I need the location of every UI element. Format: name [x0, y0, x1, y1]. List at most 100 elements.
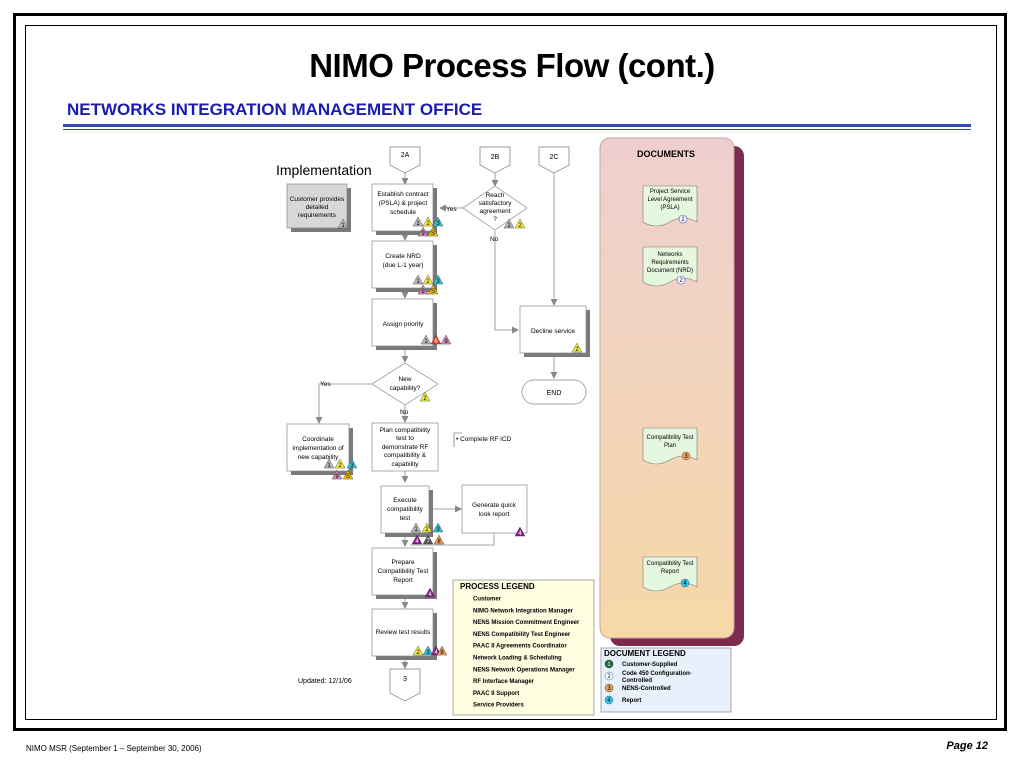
role-badge-number-7: 7 [426, 539, 430, 545]
new-capability-line2: capability? [390, 385, 421, 392]
label-yes-capability: Yes [320, 381, 331, 388]
complete-rf-icd-text: • Complete RF ICD [456, 436, 512, 443]
terminal-end: END [521, 379, 587, 405]
role-badge-7 [422, 534, 434, 545]
role-badge-3 [432, 522, 444, 533]
role-badge-number-4: 4 [434, 650, 438, 656]
role-badge-2 [421, 522, 433, 533]
doc-legend-label-3: NENS-Controlled [622, 686, 671, 692]
generate-line1: Generate quick [472, 502, 517, 509]
role-badge-2 [422, 274, 434, 285]
role-badge-2 [571, 342, 583, 353]
doc-legend-label-1: Customer-Supplied [622, 662, 678, 668]
role-badge-4 [424, 587, 436, 598]
step-review-results: Review test results [371, 608, 437, 660]
role-badge-1 [337, 218, 349, 229]
review-label: Review test results [376, 629, 431, 636]
role-badge-1 [323, 458, 335, 469]
role-badge-number-1: 1 [424, 339, 428, 345]
role-badge-number-3: 3 [436, 221, 440, 227]
process-legend-item-label: Network Loading & Scheduling [473, 656, 562, 662]
role-badge-number-9: 9 [444, 339, 448, 345]
connector-2b-label: 2B [491, 154, 500, 161]
role-badge-number-1: 1 [416, 279, 420, 285]
role-badge-number-9: 9 [421, 289, 425, 295]
role-badge-number-3: 3 [350, 463, 354, 469]
generate-line2: look report [479, 511, 510, 518]
role-badge-1 [503, 218, 515, 229]
process-legend-item-label: NENS Network Operations Manager [473, 667, 575, 673]
role-badge-8 [433, 534, 445, 545]
connector-2c: 2C [538, 146, 570, 174]
role-badge-number-2: 2 [423, 396, 427, 402]
decline-service-label: Decline service [531, 328, 575, 335]
prepare-line3: Report [393, 577, 413, 584]
page-subtitle: NETWORKS INTEGRATION MANAGEMENT OFFICE [67, 100, 483, 119]
role-badge-number-2: 2 [338, 463, 342, 469]
doc-nrd-line3: Document (NRD) [647, 268, 693, 274]
footer-source: NIMO MSR (September 1 – September 30, 20… [26, 744, 202, 753]
plan-line3: demonstrate RF [382, 444, 429, 451]
role-badge-number-1: 1 [507, 223, 511, 229]
reach-line2: satisfactory [479, 200, 513, 207]
connector-2a-label: 2A [401, 152, 410, 159]
process-legend-item-label: PAAC II Agreements Coordinator [473, 644, 567, 650]
doc-nrd-line2: Requirements [651, 260, 688, 266]
end-label: END [547, 390, 562, 397]
role-badge-number-4: 4 [428, 592, 432, 598]
doc-plan-line2: Plan [664, 443, 676, 449]
step-customer-provides: Customer provides detailed requirements [286, 183, 351, 232]
role-badge-number-1: 1 [414, 527, 418, 533]
role-badge-1 [412, 274, 424, 285]
establish-line2: (PSLA) & project [379, 200, 428, 207]
doc-plan-line1: Compatibility Test [647, 435, 694, 441]
step-execute-compatibility: Execute compatibility test [380, 485, 433, 537]
doc-legend-label-2b: Controlled [622, 678, 652, 684]
label-yes-agreement: Yes [446, 206, 457, 213]
connector-2b: 2B [479, 146, 511, 174]
label-no-capability: No [400, 409, 409, 416]
role-badge-2 [514, 218, 526, 229]
plan-line4: compatibility & [384, 452, 427, 459]
section-label-implementation: Implementation [276, 162, 372, 178]
role-badge-9 [331, 469, 343, 480]
role-badge-3 [432, 274, 444, 285]
assign-priority-label: Assign priority [383, 321, 425, 328]
role-badge-6 [430, 334, 442, 345]
doc-report-line2: Report [661, 569, 679, 575]
coordinate-line3: new capability [298, 454, 340, 461]
role-badge-number-8: 8 [440, 650, 444, 656]
slide-outer-frame [13, 13, 1007, 731]
role-badge-number-1: 1 [341, 223, 345, 229]
role-badge-4 [514, 526, 526, 537]
role-badge-2 [419, 391, 431, 402]
execute-line3: test [400, 515, 411, 522]
role-badge-2 [334, 458, 346, 469]
role-badge-2 [412, 645, 424, 656]
plan-line5: capability [391, 461, 419, 468]
role-badge-number-2: 2 [425, 527, 429, 533]
create-nrd-line1: Create NRD [385, 253, 421, 260]
prepare-line2: Compatibility Test [378, 568, 429, 575]
role-badge-number-2: 2 [426, 279, 430, 285]
decision-reach-agreement: Reach satisfactory agreement ? [462, 185, 528, 231]
step-plan-compatibility: Plan compatibility test to demonstrate R… [371, 422, 439, 472]
reach-line1: Reach [486, 192, 505, 199]
role-badge-9 [417, 226, 429, 237]
process-legend-item-label: Customer [473, 597, 502, 603]
role-badge-3 [346, 458, 358, 469]
updated-date: Updated: 12/1/06 [298, 678, 352, 685]
role-badge-1 [420, 334, 432, 345]
doc-nrd-line1: Networks [657, 252, 682, 258]
doc-legend-num-1: 1 [607, 662, 611, 668]
role-badge-number-3: 3 [426, 650, 430, 656]
role-badge-9 [440, 334, 452, 345]
process-legend-item-label: Service Providers [473, 703, 524, 709]
role-badge-number-9: 9 [335, 474, 339, 480]
establish-line1: Establish contract [377, 191, 428, 198]
decision-new-capability: New capability? [371, 362, 439, 406]
plan-line1: Plan compatibility [380, 427, 431, 434]
footer-page-number: Page 12 [946, 740, 988, 752]
process-legend-title: PROCESS LEGEND [460, 582, 535, 591]
doc-legend-num-4: 4 [607, 698, 611, 704]
